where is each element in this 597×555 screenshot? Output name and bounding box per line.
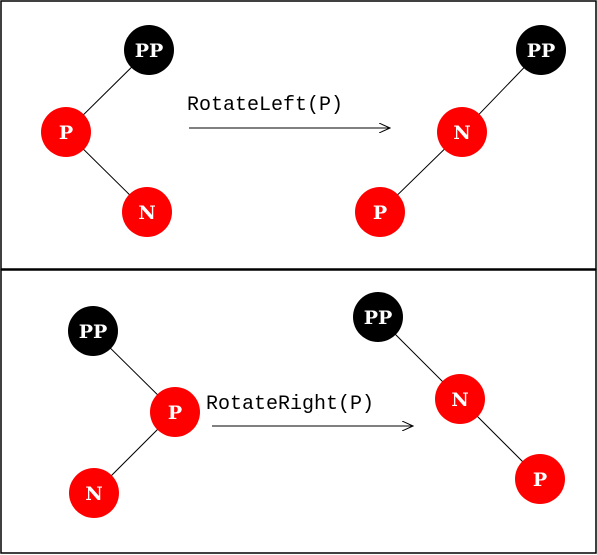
bottom-operation: RotateRight(P) [206,393,413,426]
node-p-label: P [168,402,182,424]
node-p-label: P [373,202,387,224]
node-pp: PP [124,25,174,75]
node-n: N [437,107,487,157]
node-n: N [122,187,172,237]
bottom-after-tree: PP N P [353,292,565,504]
bottom-before-tree: PP P N [68,306,200,518]
node-p: P [515,454,565,504]
node-p-label: P [533,469,547,491]
bottom-panel [0,269,597,554]
top-before-tree: PP P N [41,25,174,237]
operation-label-rotate-left: RotateLeft(P) [187,94,343,117]
node-n: N [69,468,119,518]
node-pp-label: PP [527,40,556,62]
top-panel [0,0,597,270]
operation-label-rotate-right: RotateRight(P) [206,393,374,416]
node-n-label: N [85,483,102,505]
node-pp-label: PP [364,307,393,329]
node-n-label: N [453,122,470,144]
node-p: P [41,107,91,157]
node-p-label: P [59,122,73,144]
node-pp: PP [353,292,403,342]
node-pp-label: PP [135,40,164,62]
node-n-label: N [138,202,155,224]
node-n-label: N [451,389,468,411]
node-p: P [355,187,405,237]
node-pp: PP [68,306,118,356]
node-pp: PP [516,25,566,75]
node-p: P [150,387,200,437]
node-n: N [435,374,485,424]
node-pp-label: PP [79,321,108,343]
top-after-tree: PP N P [355,25,566,237]
top-operation: RotateLeft(P) [187,94,390,128]
